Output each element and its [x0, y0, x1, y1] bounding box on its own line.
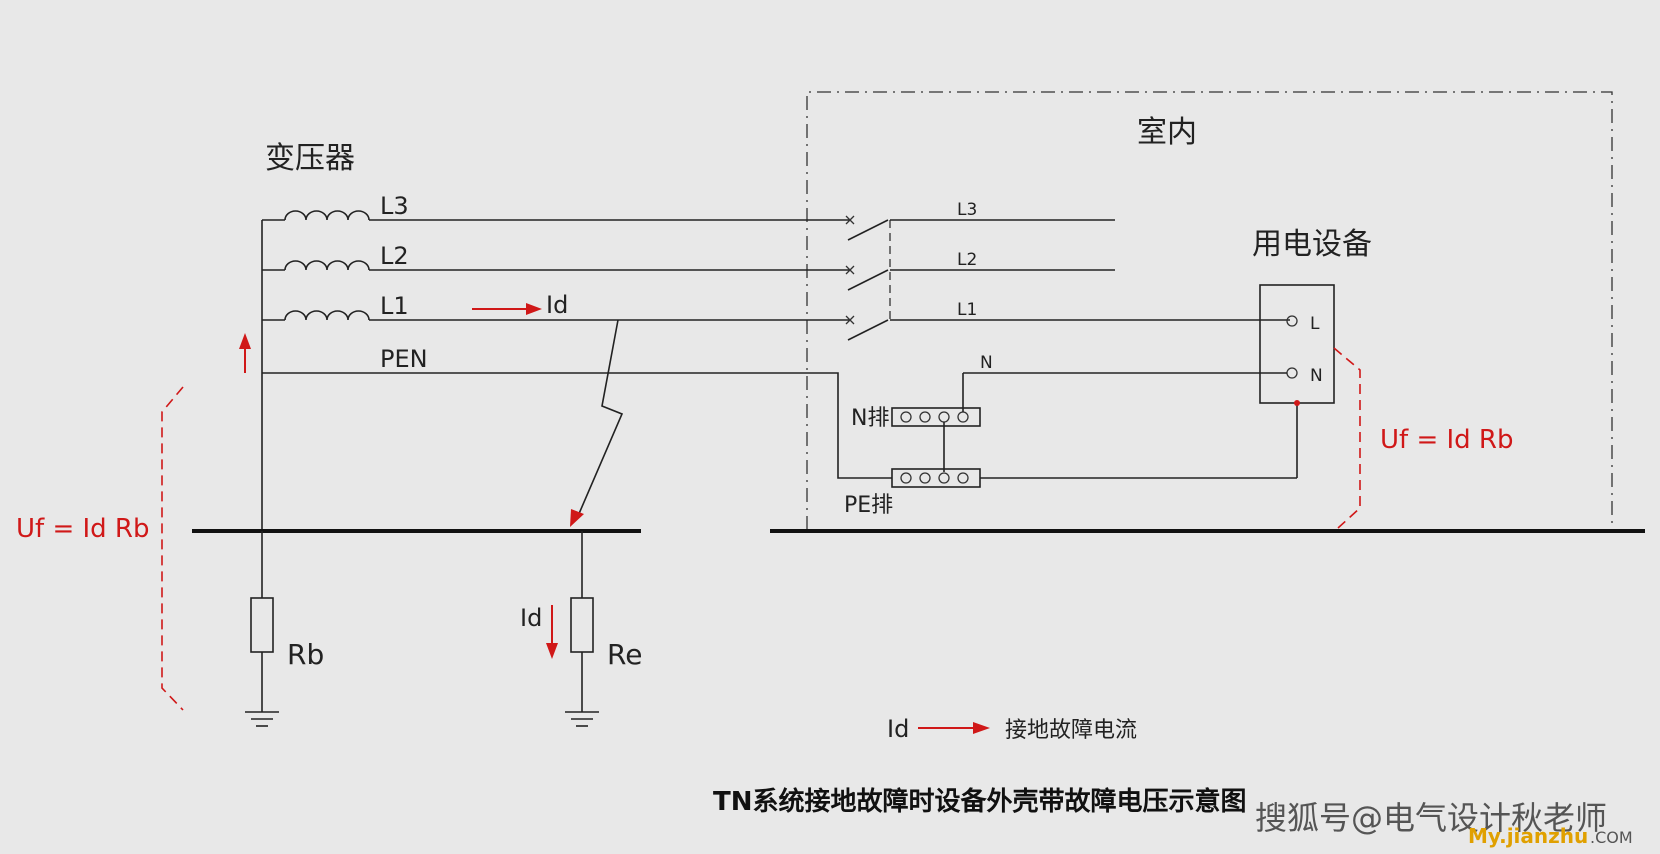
l3-label: L3 [380, 192, 409, 220]
pen-label: PEN [380, 345, 428, 373]
indoor-label: 室内 [1137, 115, 1197, 150]
re-label: Re [607, 638, 642, 671]
n-bar [891, 373, 981, 472]
terminal-n-label: N [1310, 366, 1323, 386]
equipment-box [963, 284, 1335, 478]
uf-formula-left: Uf = Id Rb [16, 514, 150, 544]
watermark-site-suffix: .COM [1590, 828, 1633, 847]
n-wire-label: N [980, 353, 993, 373]
legend-symbol: Id [887, 715, 909, 743]
l1-indoor-label: L1 [957, 300, 977, 320]
legend-text: 接地故障电流 [1005, 718, 1137, 743]
uf-bracket-right [1333, 347, 1361, 529]
uf-bracket-left [161, 386, 184, 711]
rb-label: Rb [287, 638, 324, 671]
fault-current-arrow [472, 303, 542, 315]
transformer [261, 210, 370, 530]
resistor-re [565, 531, 599, 727]
resistor-rb [245, 531, 279, 727]
l3-indoor-label: L3 [957, 200, 977, 220]
earth-current-arrow [546, 605, 558, 659]
circuit-breaker [845, 215, 1290, 341]
pe-bar-label: PE排 [844, 493, 893, 518]
watermark-site: My.jianzhu [1468, 824, 1588, 848]
legend-arrow [918, 722, 990, 734]
pe-bar [891, 468, 1297, 488]
fault-path [570, 319, 624, 527]
uf-formula-right: Uf = Id Rb [1380, 425, 1514, 455]
l2-indoor-label: L2 [957, 250, 977, 270]
indoor-boundary [806, 91, 1613, 530]
diagram-title: TN系统接地故障时设备外壳带故障电压示意图 [713, 786, 1247, 817]
fault-current-label: Id [546, 291, 568, 319]
transformer-label: 变压器 [265, 141, 355, 176]
equipment-label: 用电设备 [1252, 227, 1372, 262]
terminal-l-label: L [1310, 314, 1320, 334]
l2-label: L2 [380, 242, 409, 270]
n-bar-label: N排 [851, 406, 889, 431]
watermark-sohu: 搜狐号@电气设计秋老师 [1255, 799, 1607, 837]
conductors-outdoor [262, 219, 892, 479]
up-arrow [239, 333, 251, 373]
earth-current-label: Id [520, 604, 542, 632]
l1-label: L1 [380, 292, 409, 320]
